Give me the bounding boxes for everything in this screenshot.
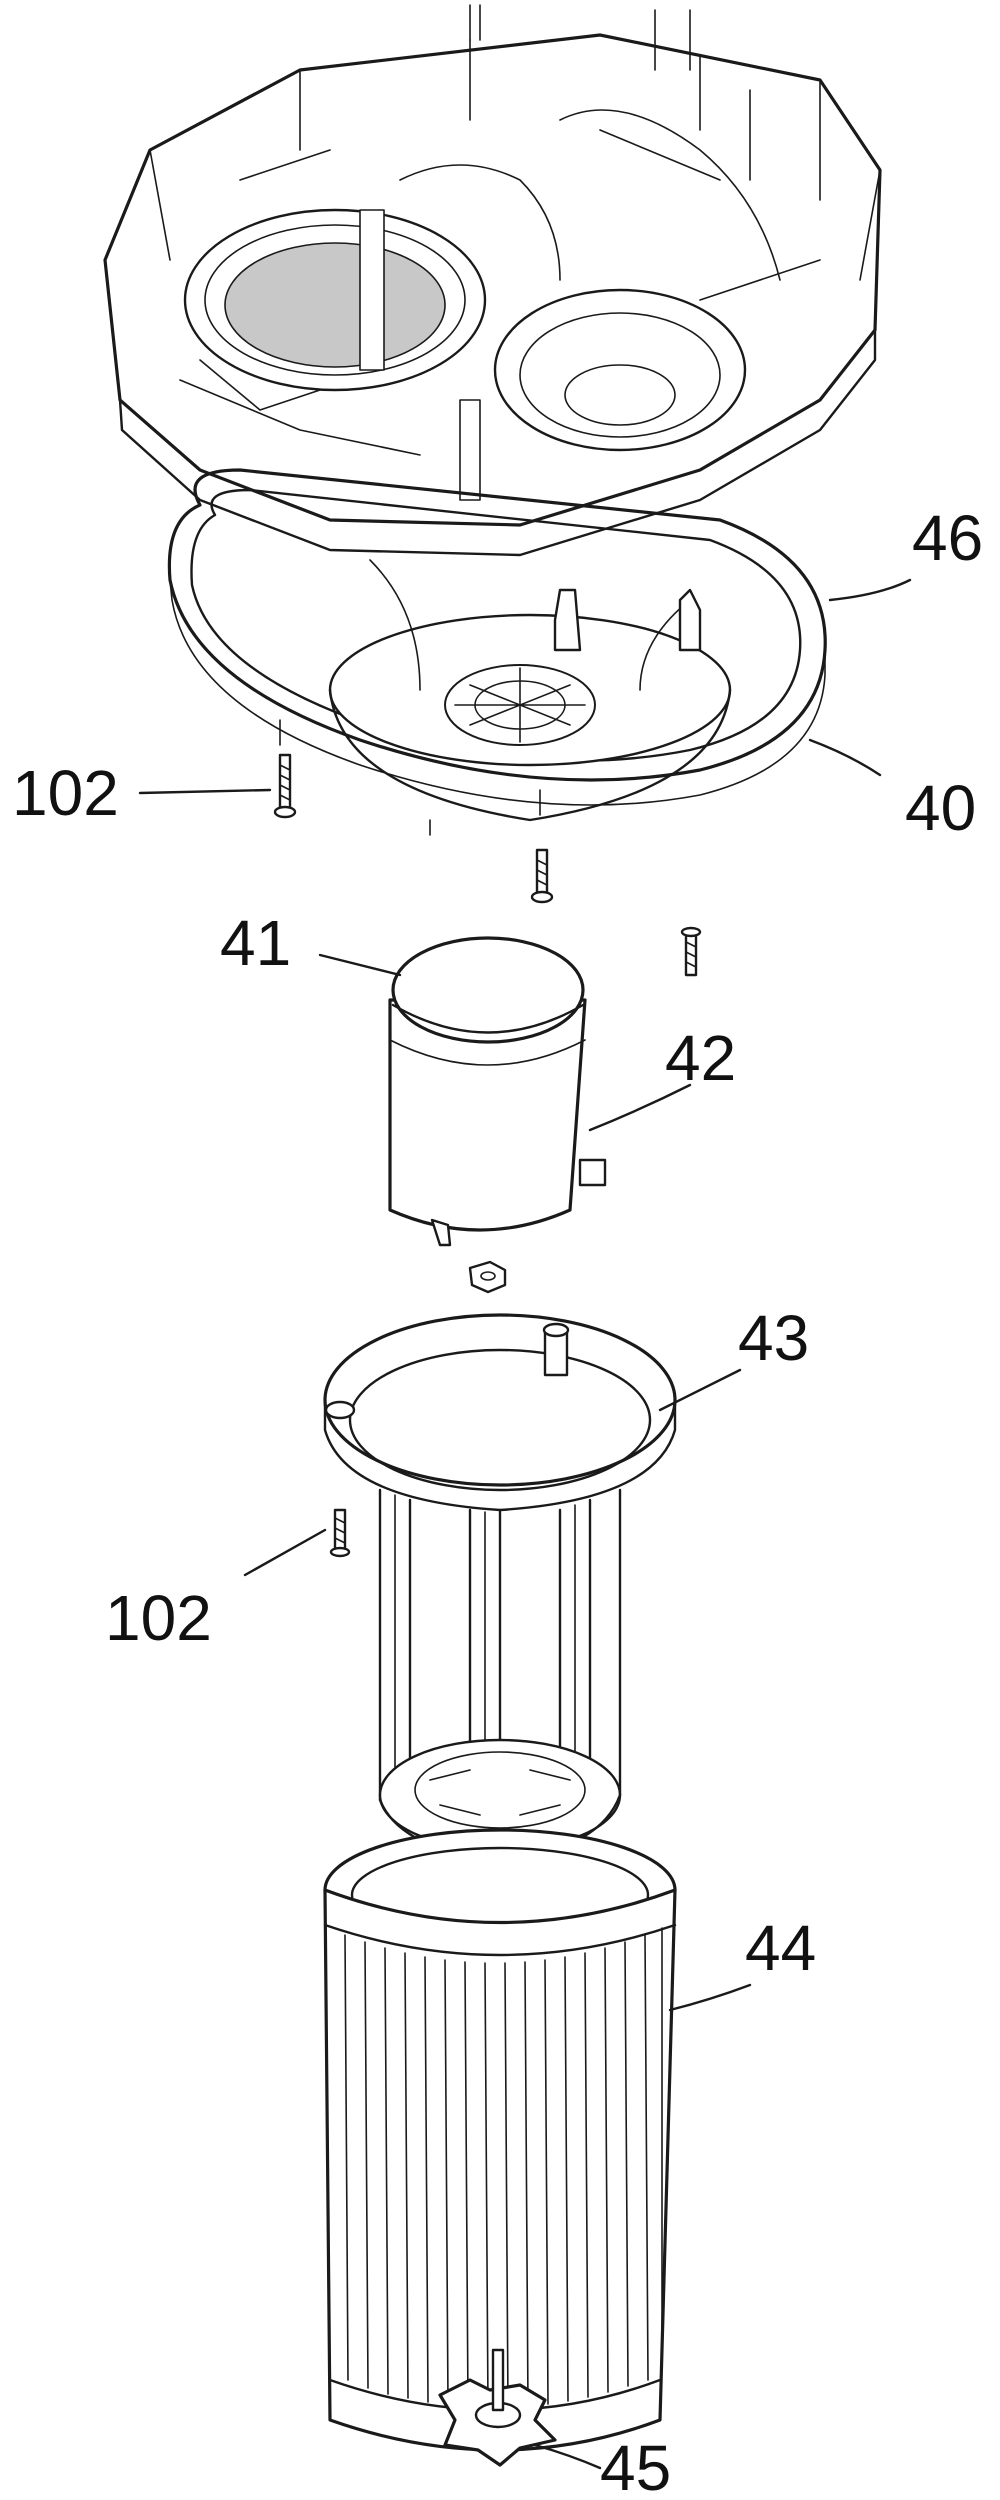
- star-knob: [438, 2348, 557, 2467]
- label-40: 40: [905, 772, 976, 844]
- leader-44: [668, 1983, 752, 2012]
- leader-43: [658, 1368, 742, 1412]
- leader-102-upper: [138, 788, 272, 795]
- leader-46: [828, 578, 912, 602]
- leader-102-lower: [243, 1528, 327, 1577]
- leader-40: [808, 738, 882, 777]
- top-housing: [103, 4, 882, 557]
- screw-upper-right: [680, 926, 702, 977]
- label-102-lower: 102: [105, 1582, 212, 1654]
- leader-41: [318, 953, 402, 977]
- label-102-upper: 102: [12, 757, 119, 829]
- pleated-filter: [323, 1828, 677, 2452]
- cylinder-motor-cover: [388, 936, 607, 1247]
- label-46: 46: [912, 502, 983, 574]
- leader-42: [588, 1083, 692, 1132]
- label-44: 44: [745, 1912, 816, 1984]
- label-45: 45: [600, 2432, 671, 2500]
- part-labels: 46 40 102 41 42 43 102 44 45: [12, 502, 983, 2500]
- leader-lines: [138, 578, 912, 2470]
- screw-upper-center: [530, 848, 554, 904]
- hex-nut: [468, 1260, 507, 1294]
- label-42: 42: [665, 1022, 736, 1094]
- label-43: 43: [738, 1302, 809, 1374]
- label-41: 41: [220, 907, 291, 979]
- screw-lower-left: [329, 1508, 351, 1558]
- filter-cage: [323, 1313, 677, 1862]
- gasket-ring-bowl: [167, 468, 827, 836]
- screw-upper-left: [273, 753, 297, 819]
- leader-45: [533, 2443, 602, 2470]
